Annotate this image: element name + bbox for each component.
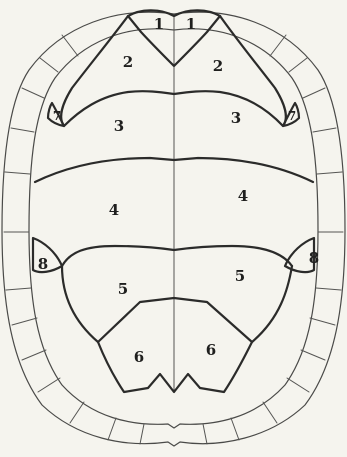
label-8-left: 8	[38, 255, 48, 273]
label-6-right: 6	[206, 341, 216, 359]
label-5-right: 5	[235, 267, 245, 285]
label-2-right: 2	[213, 57, 223, 75]
label-7-right: 7	[288, 109, 296, 123]
label-6-left: 6	[134, 348, 144, 366]
label-1-right: 1	[186, 15, 196, 33]
marginal-dividers-right	[203, 35, 343, 444]
label-5-left: 5	[118, 280, 128, 298]
label-2-left: 2	[123, 53, 133, 71]
scute-5-outline	[62, 266, 292, 342]
scute-4-5-boundary	[62, 246, 292, 266]
label-7-left: 7	[53, 109, 61, 123]
label-3-right: 3	[231, 109, 241, 127]
label-4-left: 4	[109, 201, 119, 219]
label-3-left: 3	[114, 117, 124, 135]
label-8-right: 8	[309, 249, 319, 267]
marginal-dividers-left	[4, 35, 144, 444]
scute-6-outline	[98, 342, 252, 392]
label-4-right: 4	[238, 187, 248, 205]
label-1-left: 1	[154, 15, 164, 33]
